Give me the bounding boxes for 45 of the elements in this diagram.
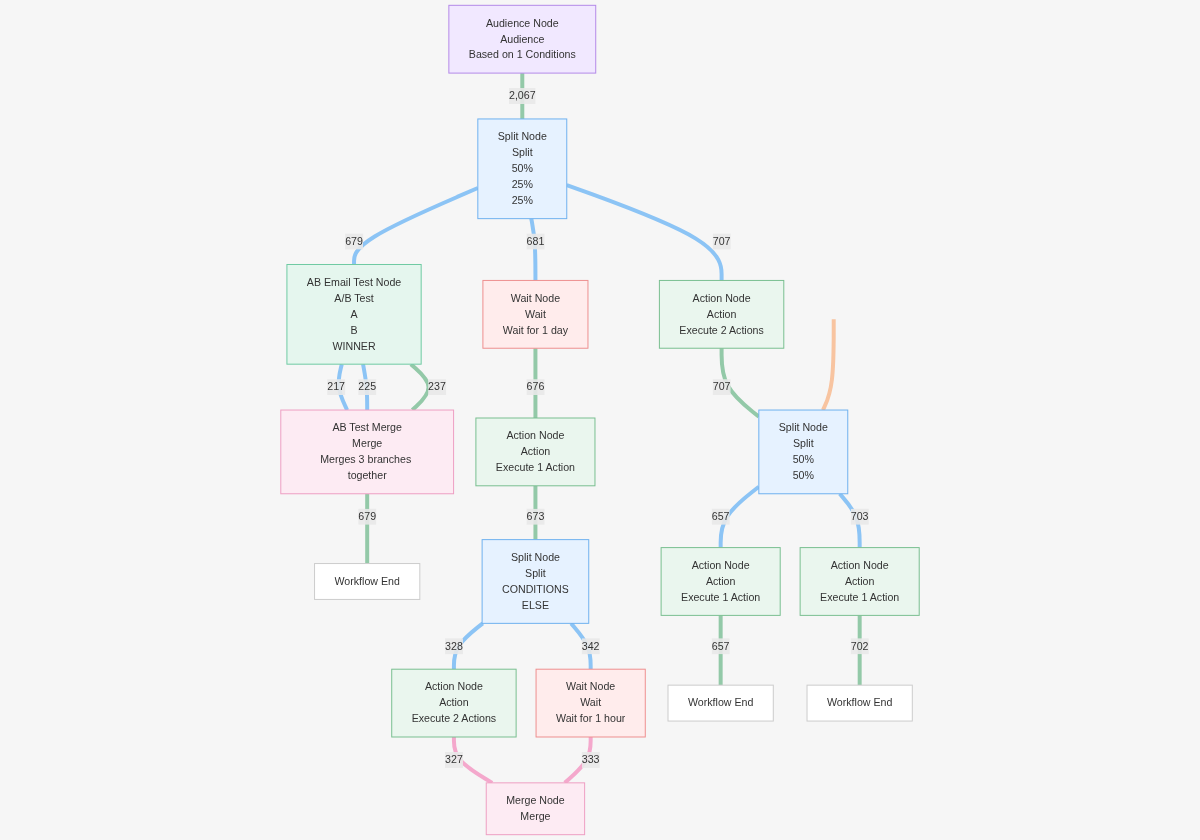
edge-label: 328 [445, 640, 463, 652]
node-box: Workflow End [806, 684, 913, 722]
edge-label: 681 [526, 235, 545, 247]
connector [718, 615, 723, 686]
edge-label: 237 [428, 381, 446, 393]
edge-label: 657 [711, 510, 730, 523]
node-box: Workflow End [314, 563, 421, 600]
node-box: Audience Node Audience Based on 1 Conditions [448, 4, 597, 74]
edge-label: 676 [526, 381, 545, 393]
edge-label: 703 [850, 510, 869, 523]
edge-label: 217 [327, 381, 346, 393]
connector [451, 737, 494, 785]
node-box: Workflow End [667, 684, 774, 722]
connector [566, 183, 724, 281]
connector [821, 319, 836, 411]
connector [533, 348, 538, 418]
edge-label: 673 [526, 510, 545, 523]
node-box: Split Node Split CONDITIONS ELSE [481, 539, 590, 624]
node-box: Wait Node Wait Wait for 1 day [482, 279, 589, 349]
edge-label: 679 [345, 235, 363, 247]
connector [838, 492, 862, 548]
edge-label: 225 [358, 381, 377, 393]
connector [336, 363, 349, 411]
edge-label: 333 [581, 753, 600, 766]
connector [857, 615, 862, 686]
node-box: Action Node Action Execute 1 Action [799, 547, 920, 616]
edge-label: 679 [358, 510, 377, 523]
edge-label: 657 [711, 640, 730, 652]
edge-label: 327 [445, 753, 463, 766]
node-box: Split Node Split 50% 50% [758, 409, 849, 495]
node-box: AB Email Test Node A/B Test A B WINNER [286, 264, 422, 365]
node-box: Split Node Split 50% 25% 25% [477, 118, 568, 220]
edge-label: 2,067 [508, 90, 536, 102]
node-box: Action Node Action Execute 1 Action [475, 417, 596, 487]
edge-label: 707 [712, 381, 731, 393]
edge-label: 707 [712, 235, 731, 247]
node-box: Action Node Action Execute 2 Actions [391, 668, 517, 738]
node-box: Action Node Action Execute 2 Actions [658, 279, 785, 349]
node-box: AB Test Merge Merge Merges 3 branches together [280, 409, 455, 495]
node-box: Action Node Action Execute 1 Action [660, 547, 781, 616]
edge-label: 342 [581, 640, 600, 652]
edge-label: 702 [850, 640, 869, 652]
connector [352, 186, 479, 265]
node-box: Wait Node Wait Wait for 1 hour [535, 668, 646, 738]
node-box: Merge Node Merge [485, 782, 586, 836]
